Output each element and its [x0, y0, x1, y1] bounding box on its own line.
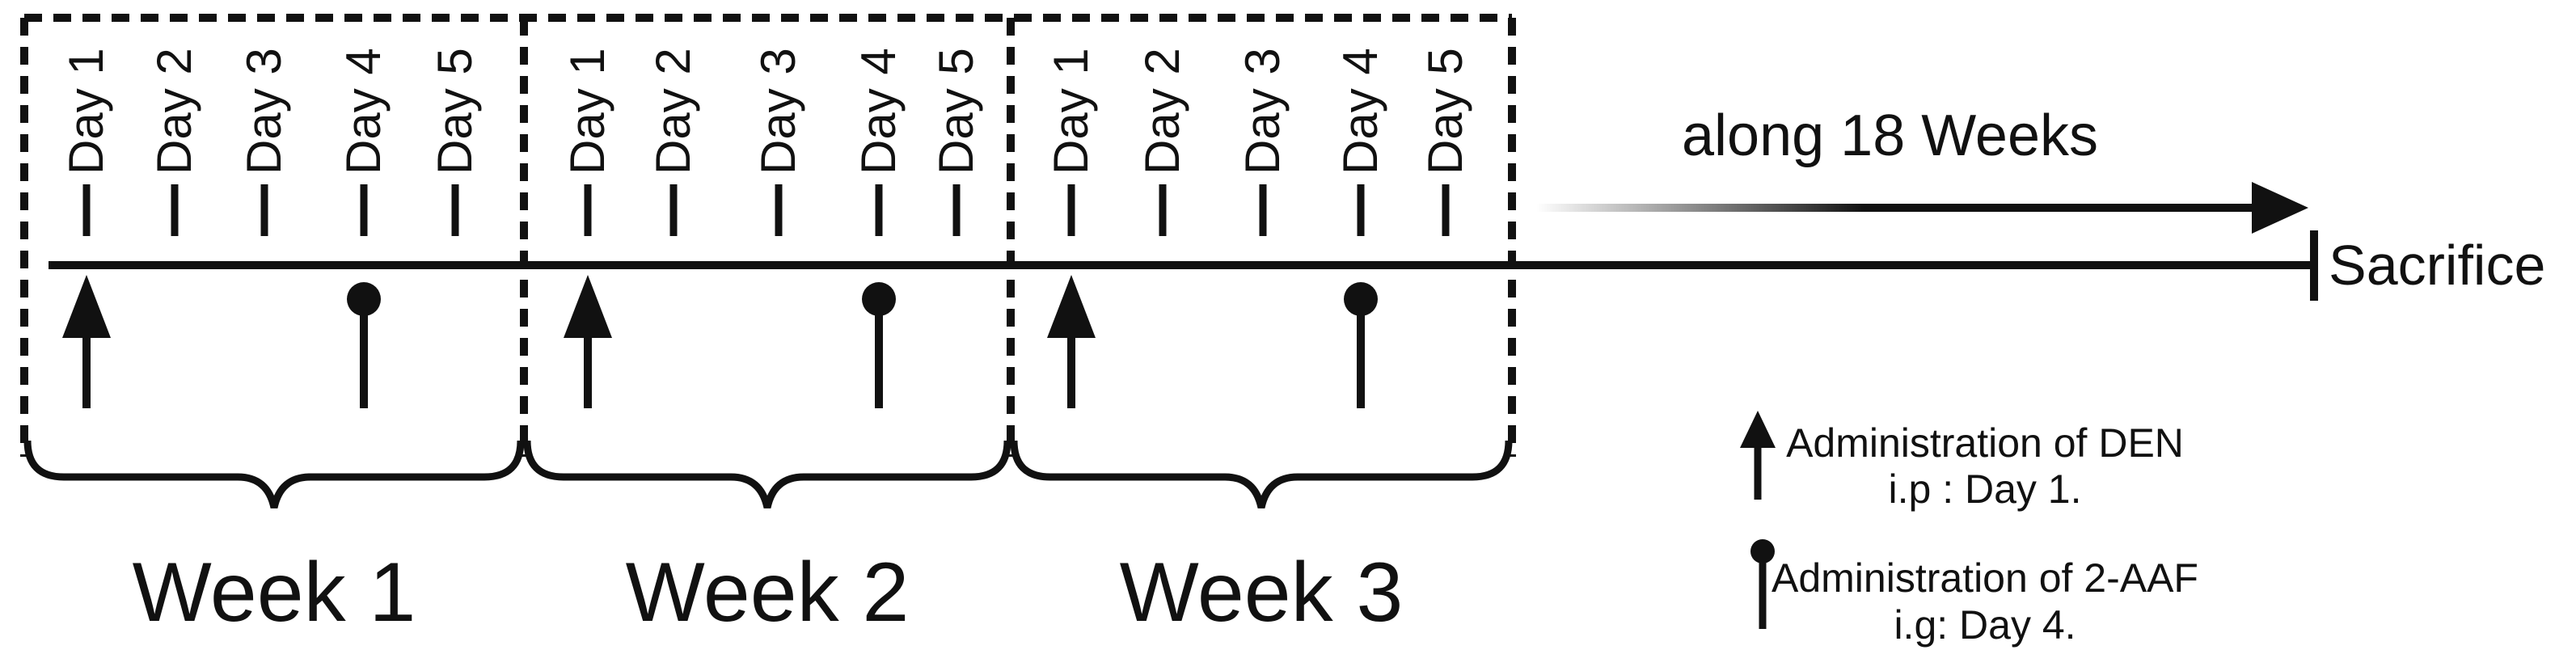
day-label: Day 3: [237, 48, 291, 175]
arrow-up-icon: [1740, 411, 1776, 500]
day-label: Day 3: [751, 48, 805, 175]
aaf-pin-marker: [347, 282, 381, 408]
legend-aaf-line2: i.g: Day 4.: [1894, 602, 2076, 648]
duration-arrow: [1536, 182, 2308, 234]
sacrifice-label: Sacrifice: [2329, 234, 2545, 297]
lollipop-pin-icon: [1750, 539, 1775, 629]
day-label: Day 5: [929, 48, 983, 175]
legend-aaf-line1: Administration of 2-AAF: [1772, 555, 2198, 601]
day-label: Day 5: [1418, 48, 1472, 175]
week-group-1: Day 1 Day 2 Day 3 Day 4 Day 5 Week 1: [23, 48, 525, 639]
day-label: Day 4: [1333, 48, 1387, 175]
day-label: Day 1: [560, 48, 614, 175]
legend: Administration of DEN i.p : Day 1. Admin…: [1740, 411, 2198, 648]
day-label: Day 2: [646, 48, 700, 175]
legend-den-line2: i.p : Day 1.: [1889, 466, 2082, 512]
week-label: Week 1: [133, 546, 416, 639]
den-arrow-marker: [564, 275, 612, 408]
day-label: Day 4: [851, 48, 906, 175]
day-label: Day 3: [1235, 48, 1290, 175]
week-group-3: Day 1 Day 2 Day 3 Day 4 Day 5 Week 3: [1010, 48, 1513, 639]
day-label: Day 1: [1044, 48, 1098, 175]
day-label: Day 2: [1135, 48, 1189, 175]
week-group-2: Day 1 Day 2 Day 3 Day 4 Day 5 Week 2: [523, 48, 1011, 639]
week-label: Week 3: [1120, 546, 1404, 639]
day-label: Day 2: [147, 48, 201, 175]
week-label: Week 2: [626, 546, 910, 639]
day-label: Day 4: [336, 48, 391, 175]
den-arrow-marker: [62, 275, 111, 408]
aaf-pin-marker: [862, 282, 896, 408]
week-brace: [523, 440, 1011, 509]
duration-arrow-shaft: [1536, 204, 2264, 212]
day-label: Day 1: [59, 48, 113, 175]
duration-arrow-head: [2252, 182, 2308, 234]
day-label: Day 5: [428, 48, 482, 175]
legend-item-den: Administration of DEN i.p : Day 1.: [1740, 411, 2184, 512]
duration-label: along 18 Weeks: [1682, 103, 2098, 168]
legend-den-line1: Administration of DEN: [1786, 420, 2184, 466]
aaf-pin-marker: [1344, 282, 1378, 408]
week-brace: [23, 440, 525, 509]
den-arrow-marker: [1047, 275, 1096, 408]
week-brace: [1010, 440, 1513, 509]
legend-item-aaf: Administration of 2-AAF i.g: Day 4.: [1750, 539, 2198, 648]
